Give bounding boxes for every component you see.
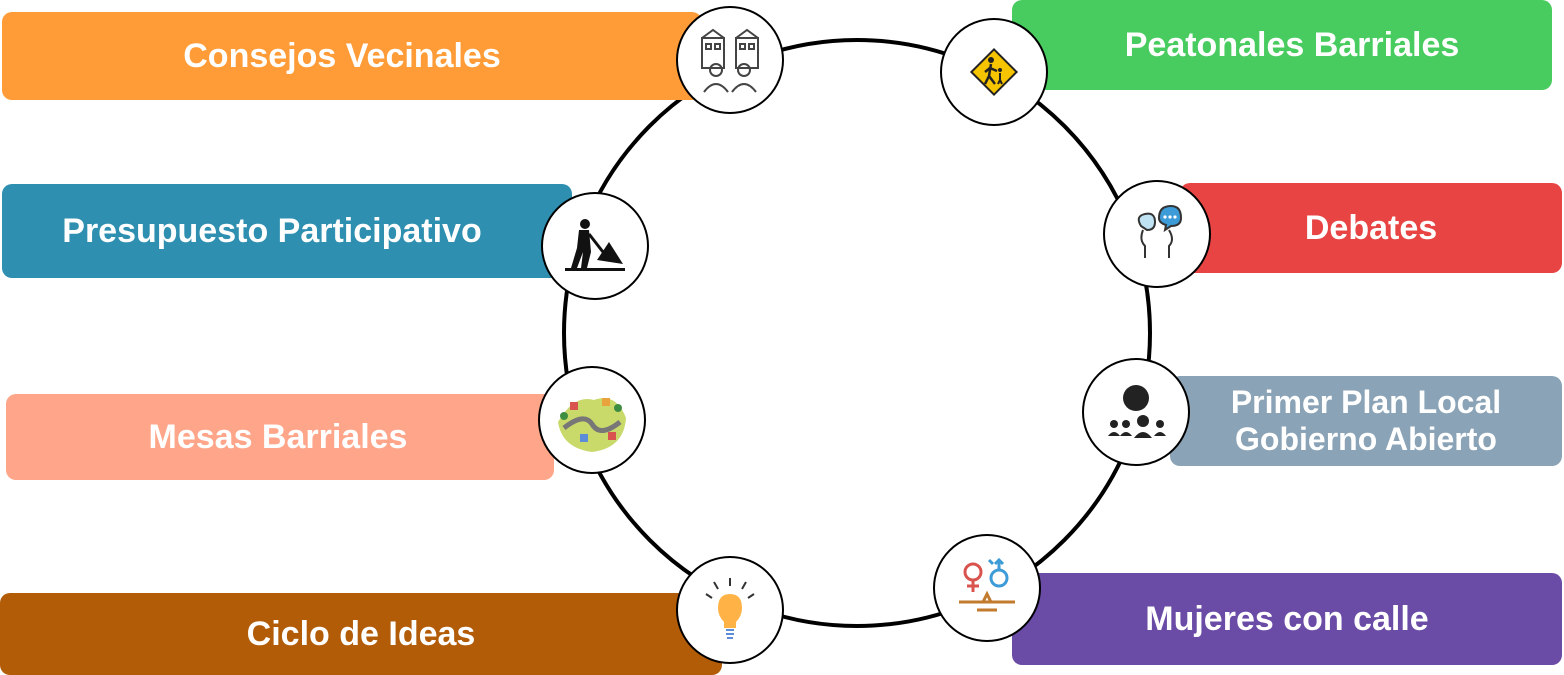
program-label: Ciclo de Ideas xyxy=(246,614,476,653)
program-box-primer-plan-local[interactable]: Primer Plan Local Gobierno Abierto xyxy=(1170,376,1562,466)
program-label-line2: Gobierno Abierto xyxy=(1235,421,1497,457)
program-box-mesas-barriales[interactable]: Mesas Barriales xyxy=(6,394,554,480)
gender-balance-icon[interactable] xyxy=(933,534,1041,642)
program-label: Mesas Barriales xyxy=(148,417,408,456)
program-label: Debates xyxy=(1304,208,1438,247)
program-label-line1: Primer Plan Local xyxy=(1230,384,1502,421)
speech-bubbles-icon[interactable] xyxy=(1103,180,1211,288)
program-box-mujeres-con-calle[interactable]: Mujeres con calle xyxy=(1012,573,1562,665)
people-group-icon[interactable] xyxy=(1082,358,1190,466)
program-label: Consejos Vecinales xyxy=(183,36,501,75)
pedestrian-crossing-icon[interactable] xyxy=(940,18,1048,126)
program-box-ciclo-de-ideas[interactable]: Ciclo de Ideas xyxy=(0,593,722,675)
program-box-debates[interactable]: Debates xyxy=(1180,183,1562,273)
program-label: Mujeres con calle xyxy=(1145,599,1429,638)
program-box-consejos-vecinales[interactable]: Consejos Vecinales xyxy=(2,12,702,100)
program-box-peatonales-barriales[interactable]: Peatonales Barriales xyxy=(1012,0,1552,90)
program-box-presupuesto-participativo[interactable]: Presupuesto Participativo xyxy=(2,184,572,278)
neighborhood-map-icon[interactable] xyxy=(538,366,646,474)
worker-shovel-icon[interactable] xyxy=(541,192,649,300)
neighborhood-council-icon[interactable] xyxy=(676,6,784,114)
lightbulb-icon[interactable] xyxy=(676,556,784,664)
program-label: Presupuesto Participativo xyxy=(62,211,482,250)
program-label: Peatonales Barriales xyxy=(1124,25,1460,64)
